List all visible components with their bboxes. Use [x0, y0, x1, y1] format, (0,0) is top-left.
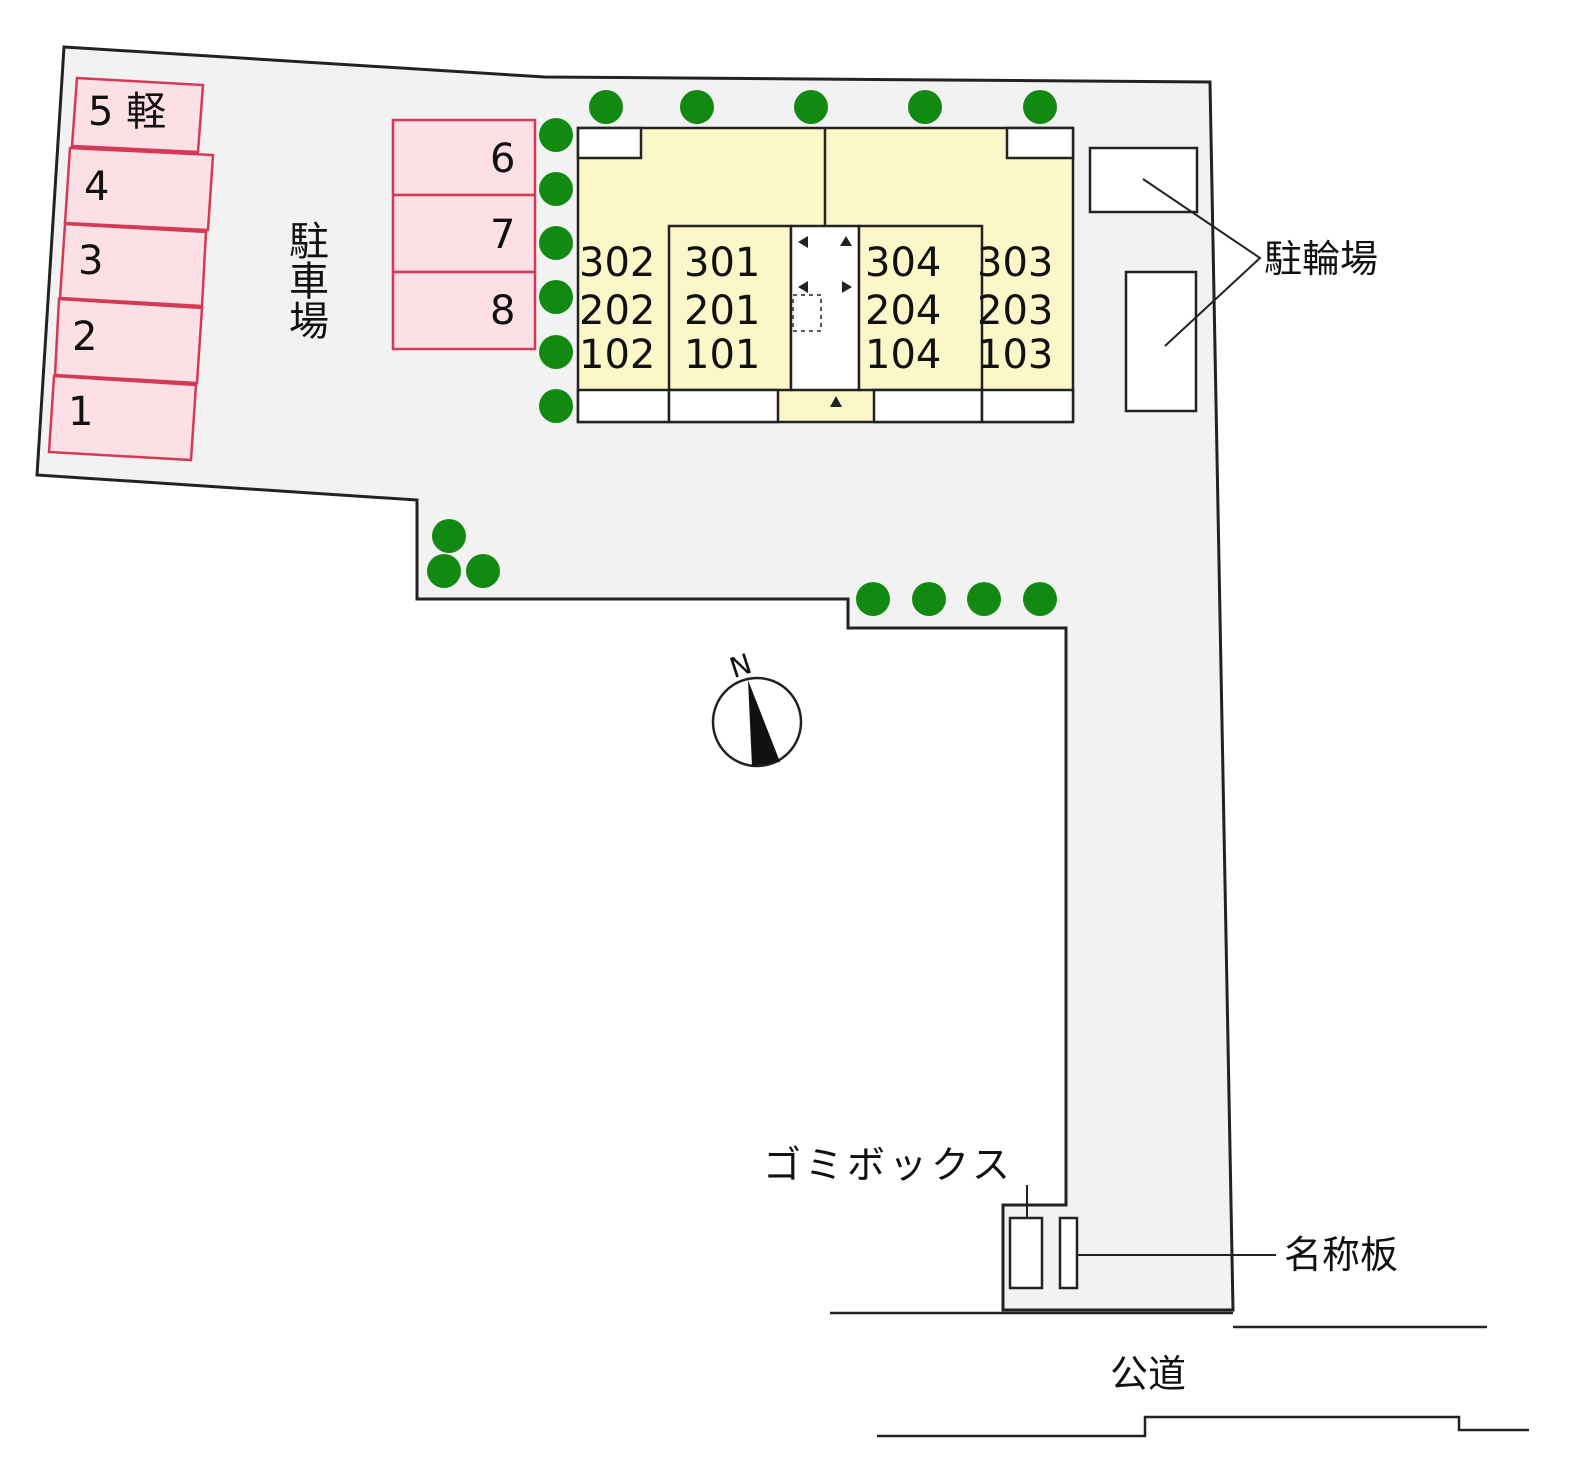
- unit-number: 303: [977, 240, 1053, 286]
- unit-block: [857, 224, 984, 392]
- nameplate: [1058, 1216, 1079, 1290]
- unit-number: 102: [579, 332, 655, 378]
- tree-icon: [539, 226, 573, 260]
- balcony: [1005, 126, 1075, 160]
- balcony: [980, 388, 1075, 424]
- unit-number: 202: [579, 288, 655, 334]
- parking-slot: [58, 222, 208, 308]
- tree-icon: [1023, 582, 1057, 616]
- parking-slot: [391, 270, 537, 351]
- bicycle-parking: 駐輪場: [1088, 146, 1378, 413]
- parking-slot: [70, 76, 205, 154]
- unit-number: 201: [684, 288, 760, 334]
- tree-icon: [539, 335, 573, 369]
- trees: [427, 90, 1057, 616]
- bicycle-rack: [1124, 270, 1198, 413]
- balcony: [576, 126, 643, 160]
- tree-icon: [794, 90, 828, 124]
- tree-icon: [856, 582, 890, 616]
- parking-slot: [391, 118, 537, 197]
- unit-number: 203: [977, 288, 1053, 334]
- parking-slot-label: 5 軽: [88, 89, 166, 135]
- parking-middle: 6 7 8: [391, 118, 537, 351]
- unit-number: 301: [684, 240, 760, 286]
- parking-slot: [53, 297, 204, 385]
- balcony: [667, 388, 780, 424]
- tree-icon: [908, 90, 942, 124]
- stairwell: [789, 224, 861, 392]
- balcony: [576, 388, 671, 424]
- entrance-arrow-icon: [830, 396, 842, 407]
- unit-number: 104: [865, 332, 941, 378]
- apartment-building: 302 202 102 301 201 101 304 204 104 303 …: [576, 126, 1075, 424]
- arrow-icon: [798, 281, 808, 293]
- parking-slot-label: 2: [72, 314, 97, 360]
- tree-icon: [680, 90, 714, 124]
- parking-slot-label: 1: [68, 389, 93, 435]
- parking-left: 5 軽 4 3 2 1: [47, 76, 215, 462]
- unit-number: 103: [977, 332, 1053, 378]
- tree-icon: [589, 90, 623, 124]
- road-label: 公道: [1110, 1352, 1186, 1396]
- parking-slot-label: 8: [490, 288, 515, 334]
- tree-icon: [539, 118, 573, 152]
- parking-slot: [47, 374, 198, 462]
- entrance-facilities: ゴミボックス 名称板: [763, 1143, 1398, 1290]
- tree-icon: [912, 582, 946, 616]
- leader-line: [1142, 178, 1262, 347]
- unit-number: 101: [684, 332, 760, 378]
- parking-slot-label: 4: [84, 164, 109, 210]
- parking-label: 駐車場: [282, 220, 328, 340]
- parking-slot: [391, 193, 537, 274]
- arrow-icon: [840, 236, 852, 246]
- tree-icon: [1023, 90, 1057, 124]
- road-edge: [877, 1415, 1529, 1438]
- tree-icon: [432, 519, 466, 553]
- parking-slot-label: 7: [490, 212, 515, 258]
- tree-icon: [539, 280, 573, 314]
- tree-icon: [427, 554, 461, 588]
- arrow-icon: [842, 281, 852, 293]
- unit-number: 302: [579, 240, 655, 286]
- unit-block: [667, 224, 793, 392]
- compass: N: [711, 647, 803, 768]
- tree-icon: [967, 582, 1001, 616]
- parking-slot-label: 6: [490, 136, 515, 182]
- north-label: N: [726, 647, 756, 685]
- unit-number: 304: [865, 240, 941, 286]
- tree-icon: [466, 554, 500, 588]
- arrow-icon: [798, 236, 808, 248]
- nameplate-label: 名称板: [1284, 1233, 1398, 1277]
- tree-icon: [539, 389, 573, 423]
- public-road: 公道: [830, 1311, 1529, 1438]
- tree-icon: [539, 172, 573, 206]
- parking-slot-label: 3: [78, 238, 103, 284]
- balcony: [872, 388, 984, 424]
- unit-number: 204: [865, 288, 941, 334]
- garbage-box-label: ゴミボックス: [763, 1143, 1014, 1187]
- garbage-box: [1008, 1216, 1044, 1290]
- north-arrow-icon: [748, 680, 780, 766]
- parking-slot: [63, 146, 215, 232]
- bicycle-parking-label: 駐輪場: [1264, 237, 1378, 281]
